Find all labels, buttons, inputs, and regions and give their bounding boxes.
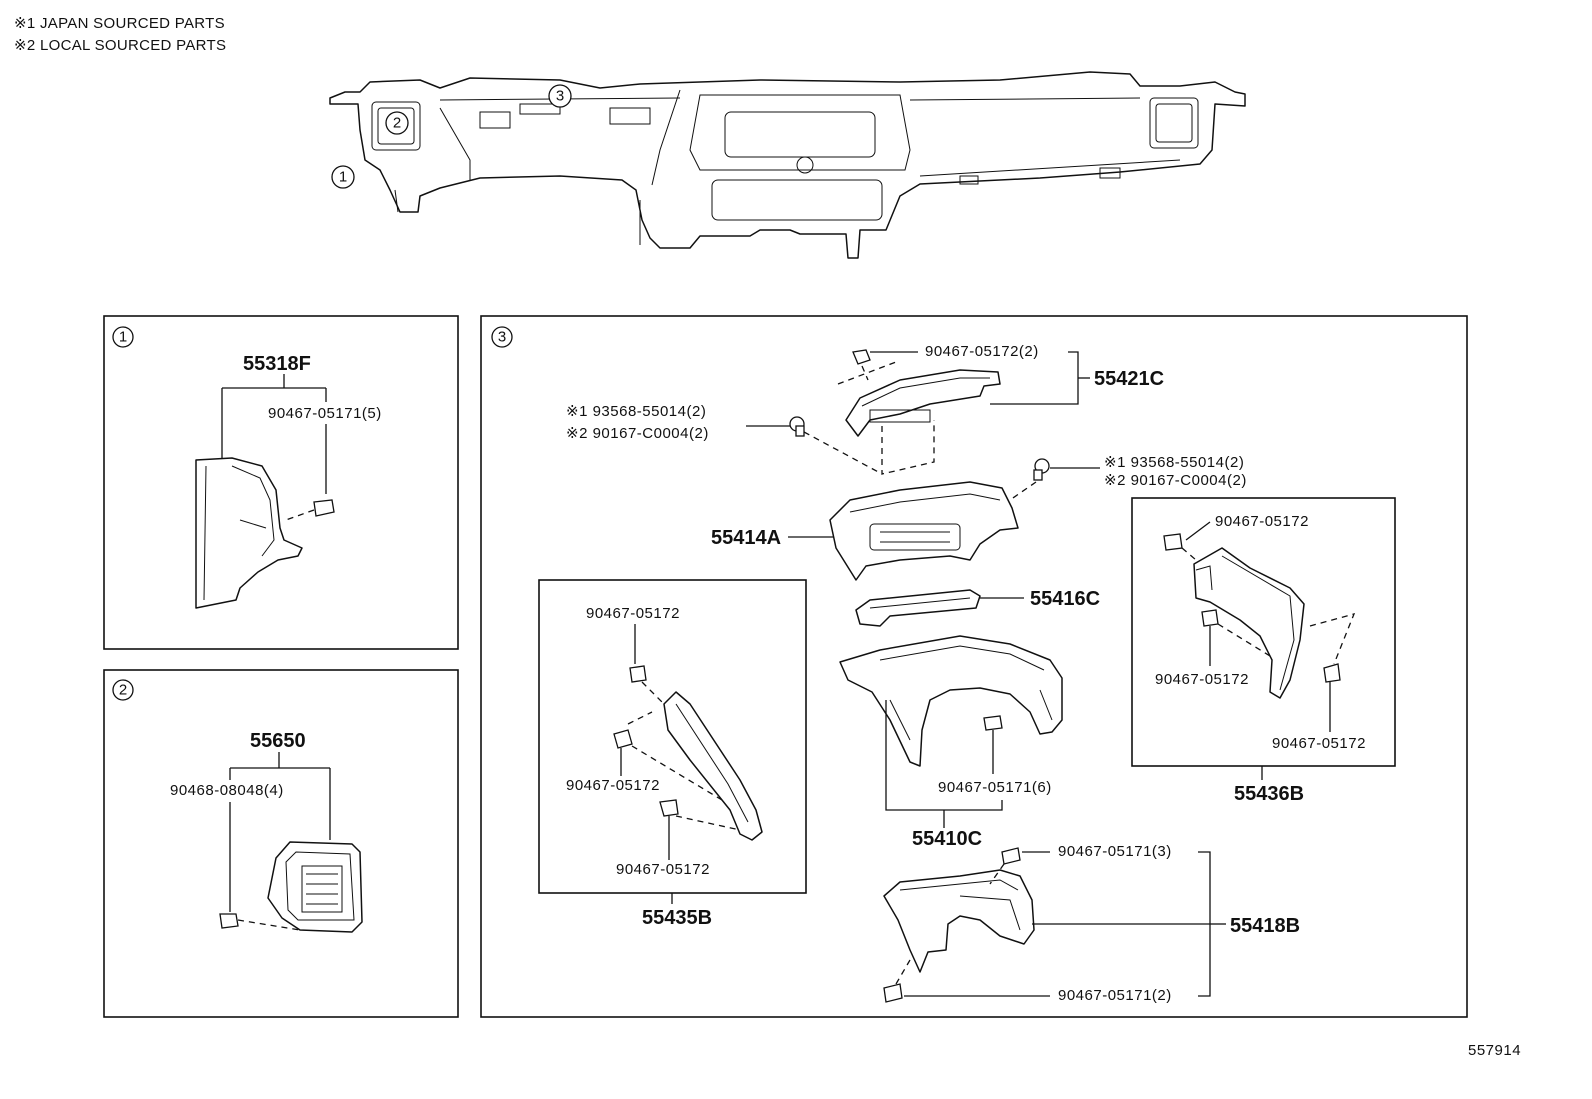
callout-3: 3 xyxy=(548,84,572,108)
panel-3: 3 90467-05172(2) 55421C ※1 93568-55014(2… xyxy=(480,315,1468,1018)
clip-90467-05171-2 xyxy=(883,983,903,1003)
part-55436B-label: 55436B xyxy=(1234,783,1304,805)
clip-90467-05171-2-label: 90467-05171(2) xyxy=(1058,987,1172,1004)
part-55418B-label: 55418B xyxy=(1230,915,1300,937)
clip-55436B-top xyxy=(1163,533,1183,551)
callout-2-label: 2 xyxy=(393,115,401,132)
clip-90467-05172-2 xyxy=(852,349,871,365)
panel-1: 1 55318F 90467-05171(5) xyxy=(103,315,459,650)
part-55410C-label: 55410C xyxy=(912,828,982,850)
clip-90467-05171-3-label: 90467-05171(3) xyxy=(1058,843,1172,860)
instrument-panel-overview xyxy=(329,71,1246,259)
part-55416C-label: 55416C xyxy=(1030,588,1100,610)
subassembly-55435B: 90467-05172 90467-05172 90467-05172 xyxy=(538,579,807,894)
part-55414A-label: 55414A xyxy=(711,527,781,549)
clip-90467-05171-6-label: 90467-05171(6) xyxy=(938,779,1052,796)
screw-b xyxy=(1033,458,1050,481)
clip-90467-05171-6 xyxy=(983,715,1003,731)
part-55650-label: 55650 xyxy=(250,730,306,752)
clip-90467-05171-5 xyxy=(313,499,335,517)
panel-1-badge: 1 xyxy=(119,329,127,346)
figure-code: 557914 xyxy=(1468,1042,1521,1059)
part-55410C xyxy=(839,635,1063,767)
clip-55435B-bottom-label: 90467-05172 xyxy=(616,861,710,878)
screw-b-local-label: ※2 90167-C0004(2) xyxy=(1104,472,1247,489)
clip-55436B-left-label: 90467-05172 xyxy=(1155,671,1249,688)
callout-2: 2 xyxy=(385,111,409,135)
note-local-sourced: ※2 LOCAL SOURCED PARTS xyxy=(14,37,226,54)
clip-55436B-left xyxy=(1201,609,1219,627)
clip-55435B-bottom xyxy=(659,799,679,817)
part-55435B-label: 55435B xyxy=(642,907,712,929)
part-55416C xyxy=(855,589,981,627)
clip-55435B-mid xyxy=(613,729,633,749)
screw-b-japan-label: ※1 93568-55014(2) xyxy=(1104,454,1244,471)
clip-90467-05171-5-label: 90467-05171(5) xyxy=(268,405,382,422)
clip-55436B-right-label: 90467-05172 xyxy=(1272,735,1366,752)
clip-55435B-top-label: 90467-05172 xyxy=(586,605,680,622)
part-55418B xyxy=(883,869,1035,973)
callout-3-label: 3 xyxy=(556,88,564,105)
part-55421C-label: 55421C xyxy=(1094,368,1164,390)
callout-1-label: 1 xyxy=(339,169,347,186)
clip-55436B-top-label: 90467-05172 xyxy=(1215,513,1309,530)
clip-90468-08048-4-label: 90468-08048(4) xyxy=(170,782,284,799)
clip-90467-05171-3 xyxy=(1001,847,1021,865)
part-55435B xyxy=(663,691,763,841)
panel-3-badge: 3 xyxy=(498,329,506,346)
screw-a-local-label: ※2 90167-C0004(2) xyxy=(566,425,709,442)
clip-90468-08048-4 xyxy=(219,913,239,929)
panel-2-badge: 2 xyxy=(119,682,127,699)
part-55436B xyxy=(1193,547,1305,699)
part-55650 xyxy=(267,841,363,933)
panel-2: 2 55650 90468-08048(4) xyxy=(103,669,459,1018)
subassembly-55436B: 90467-05172 90467-05172 90467-05172 xyxy=(1131,497,1396,767)
clip-55435B-mid-label: 90467-05172 xyxy=(566,777,660,794)
part-55318F xyxy=(195,457,303,609)
note-japan-sourced: ※1 JAPAN SOURCED PARTS xyxy=(14,15,225,32)
callout-1: 1 xyxy=(331,165,355,189)
part-55414A xyxy=(829,481,1019,581)
screw-a xyxy=(789,416,805,437)
clip-90467-05172-2-label: 90467-05172(2) xyxy=(925,343,1039,360)
clip-55436B-right xyxy=(1323,663,1341,683)
screw-a-japan-label: ※1 93568-55014(2) xyxy=(566,403,706,420)
part-55318F-label: 55318F xyxy=(243,353,311,375)
clip-55435B-top xyxy=(629,665,647,683)
